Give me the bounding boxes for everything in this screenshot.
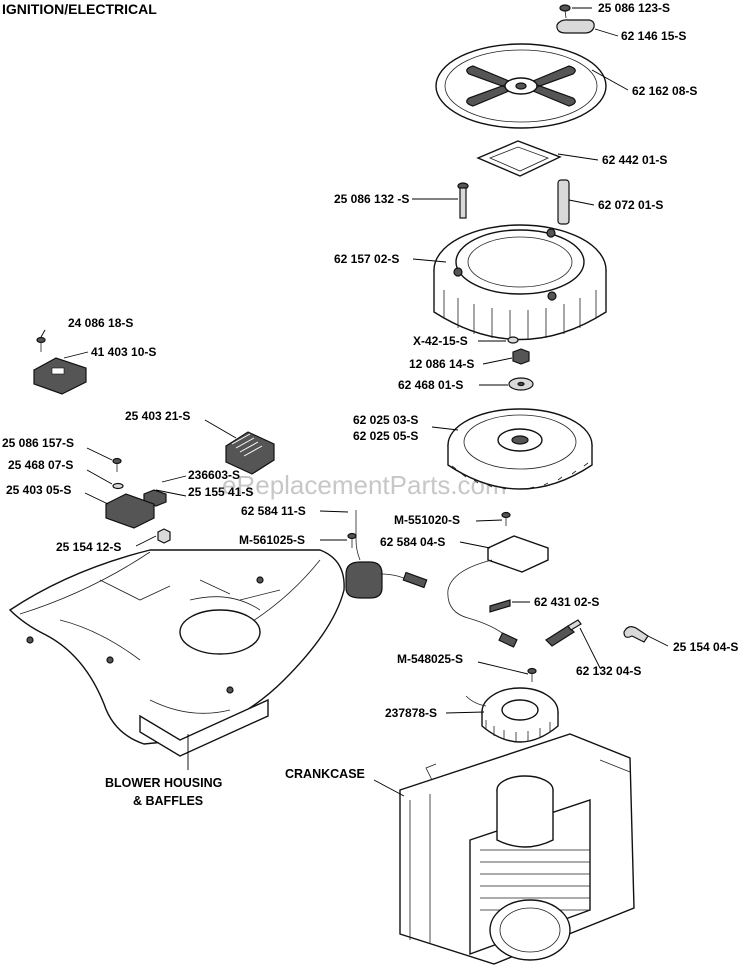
label-6202503: 62 025 03-S xyxy=(353,413,418,427)
diagram-title: IGNITION/ELECTRICAL xyxy=(2,1,157,17)
label-6243102: 62 431 02-S xyxy=(534,595,599,609)
screw-25086157-part xyxy=(112,457,122,472)
regulator-2540321-part xyxy=(225,431,275,475)
watermark: eReplacementParts.com xyxy=(222,470,507,500)
screw-2408618-part xyxy=(36,336,46,352)
screw-M548025-part xyxy=(527,667,537,682)
label-2540321: 25 403 21-S xyxy=(125,409,190,423)
label-6216208: 62 162 08-S xyxy=(632,84,697,98)
ignition-module-6258411-part xyxy=(345,510,428,599)
clip-2515412-part xyxy=(157,528,171,544)
label-4140310: 41 403 10-S xyxy=(91,345,156,359)
label-2546807: 25 468 07-S xyxy=(8,458,73,472)
label-6258404: 62 584 04-S xyxy=(380,535,445,549)
stator-237878-part xyxy=(465,687,559,743)
nut-1208614-part xyxy=(512,348,530,365)
label-M561025: M-561025-S xyxy=(239,533,305,547)
label-2515412: 25 154 12-S xyxy=(56,540,121,554)
flywheel-6202503-part xyxy=(447,408,593,490)
ignition-module-6258404-part xyxy=(447,535,549,648)
label-2515541: 25 155 41-S xyxy=(188,485,253,499)
label-6214615: 62 146 15-S xyxy=(621,29,686,43)
screw-25086132-part xyxy=(457,182,469,219)
label-1208614: 12 086 14-S xyxy=(409,357,474,371)
washer-2546807-part xyxy=(112,482,124,490)
washer-6246801-part xyxy=(508,377,534,391)
label-6213204: 62 132 04-S xyxy=(576,664,641,678)
label-2515404: 25 154 04-S xyxy=(673,640,738,654)
rectifier-4140310-part xyxy=(33,357,87,395)
screw-25086123-part xyxy=(559,4,571,19)
blower-housing-part xyxy=(8,549,345,757)
label-M548025: M-548025-S xyxy=(397,652,463,666)
label-25086123: 25 086 123-S xyxy=(598,1,670,15)
clip-2515404-part xyxy=(623,626,649,643)
label-6202505: 62 025 05-S xyxy=(353,429,418,443)
retainer-6214615-part xyxy=(556,19,595,34)
leader-lines xyxy=(40,7,669,797)
label-2408618: 24 086 18-S xyxy=(68,316,133,330)
grass-screen-6216208-part xyxy=(435,43,607,129)
fan-6215702-part xyxy=(433,224,607,341)
washer-X4215-part xyxy=(507,336,519,344)
label-6215702: 62 157 02-S xyxy=(334,252,399,266)
crankcase-part xyxy=(399,733,635,965)
adapter-plate-6244201-part xyxy=(476,140,562,177)
label-237878: 237878-S xyxy=(385,706,437,720)
caption-blower-housing: BLOWER HOUSING xyxy=(105,776,222,790)
label-236603: 236603-S xyxy=(188,468,240,482)
spring-6243102-part xyxy=(489,599,511,613)
label-2540305: 25 403 05-S xyxy=(6,483,71,497)
label-6207201: 62 072 01-S xyxy=(598,198,663,212)
label-6244201: 62 442 01-S xyxy=(602,153,667,167)
label-25086132: 25 086 132 -S xyxy=(334,192,409,206)
caption-baffles: & BAFFLES xyxy=(133,794,203,808)
spark-plug-6213204-part xyxy=(545,619,582,647)
screw-M551020-part xyxy=(501,511,511,526)
caption-crankcase: CRANKCASE xyxy=(285,767,365,781)
label-6246801: 62 468 01-S xyxy=(398,378,463,392)
label-6258411: 62 584 11-S xyxy=(241,504,306,518)
screw-M561025-part xyxy=(347,532,357,548)
label-M551020: M-551020-S xyxy=(394,513,460,527)
regulator-2540305-part xyxy=(105,493,155,529)
spacer-6207201-part xyxy=(557,179,570,225)
label-25086157: 25 086 157-S xyxy=(2,436,74,450)
label-X4215: X-42-15-S xyxy=(413,334,468,348)
